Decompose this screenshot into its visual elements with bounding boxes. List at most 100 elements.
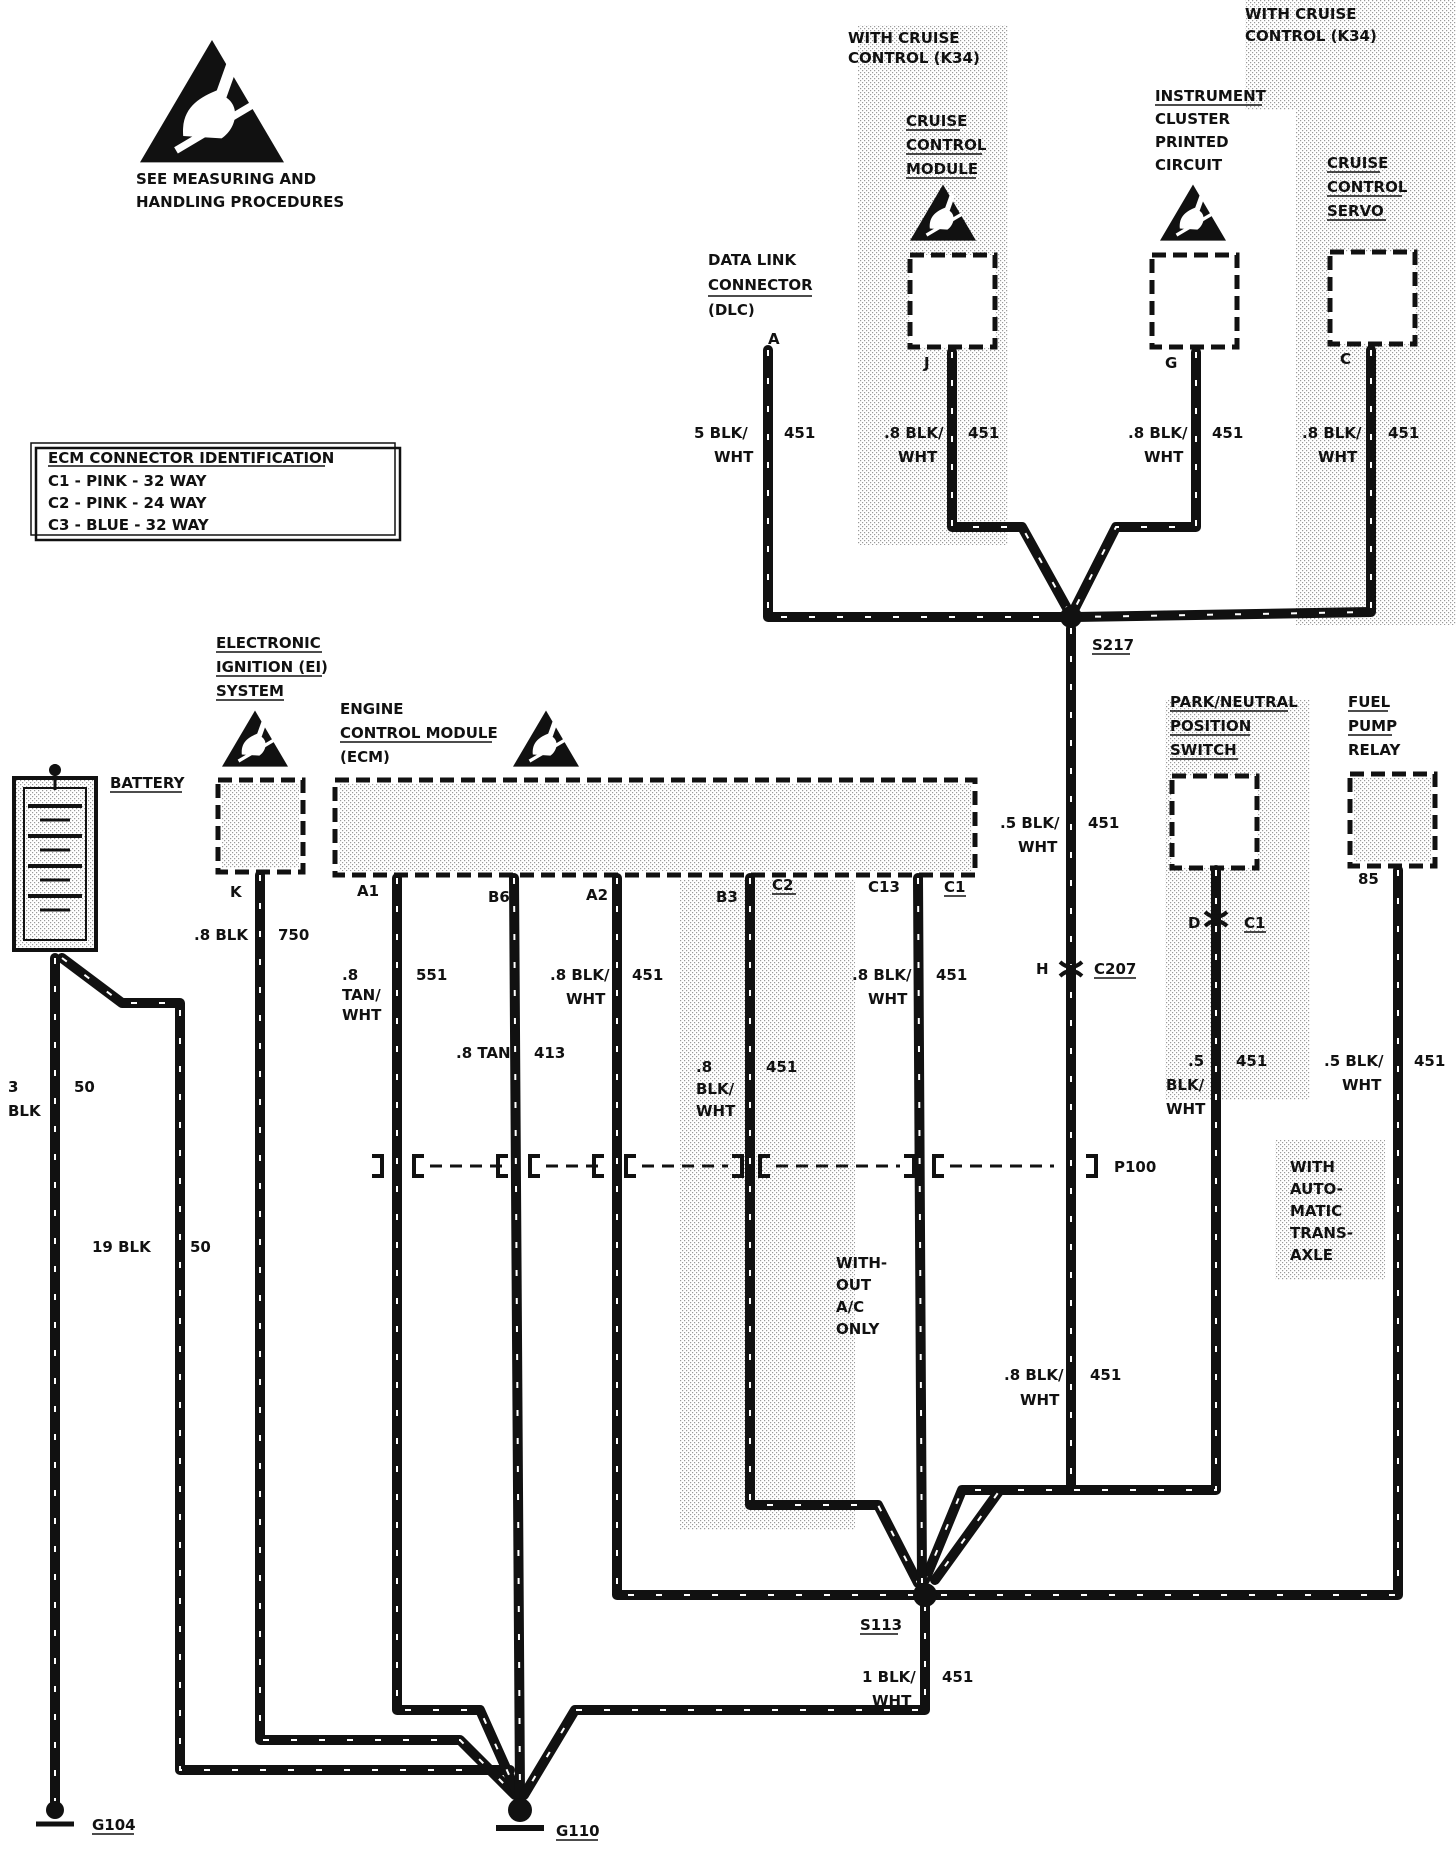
ecm-pin: C13 <box>868 878 900 896</box>
wire-label: 50 <box>190 1238 211 1256</box>
svg-text:CONTROL MODULE: CONTROL MODULE <box>340 724 498 742</box>
wire-label: .8 TAN <box>456 1044 511 1062</box>
pnp-connector: C1 <box>1244 914 1265 932</box>
ground-label: G104 <box>92 1816 136 1834</box>
wire-label: 451 <box>1212 424 1243 442</box>
esd-notice-line2: HANDLING PROCEDURES <box>136 193 344 211</box>
wire-label: .5 BLK/ <box>1324 1052 1384 1070</box>
ecm-id-title: ECM CONNECTOR IDENTIFICATION <box>48 449 334 467</box>
pnp-option-region <box>1165 700 1310 1100</box>
wire-label: BLK/ <box>1166 1076 1205 1094</box>
cluster-pin: G <box>1165 354 1177 372</box>
wire-pnp <box>930 865 1221 1585</box>
cruise-option-label: WITH CRUISE <box>848 29 960 47</box>
auto-trans-label: WITH <box>1290 1158 1335 1176</box>
cruise-control-module: CRUISE CONTROL MODULE J <box>906 112 998 372</box>
svg-text:SERVO: SERVO <box>1327 202 1384 220</box>
cruise-module-pin: J <box>923 354 930 372</box>
wire-battery-g110 <box>57 953 515 1775</box>
ecm-pin: C2 <box>772 876 793 894</box>
splice-label: S217 <box>1092 636 1134 654</box>
svg-text:ELECTRONIC: ELECTRONIC <box>216 634 321 652</box>
engine-control-module: ENGINE CONTROL MODULE (ECM) A1 B6 A2 B3 … <box>332 700 978 906</box>
wire-label: 19 BLK <box>92 1238 152 1256</box>
battery: BATTERY <box>12 764 186 952</box>
wire-label: 750 <box>278 926 309 944</box>
wire-label: WHT <box>1020 1391 1060 1409</box>
esd-icon <box>511 708 581 769</box>
pnp-connector-c1 <box>1203 910 1229 928</box>
svg-text:RELAY: RELAY <box>1348 741 1402 759</box>
ground-g104: G104 <box>36 1801 136 1835</box>
wire-label: 5 BLK/ <box>694 424 748 442</box>
wire-label: .8 BLK/ <box>1004 1366 1064 1384</box>
auto-trans-label: AUTO- <box>1290 1180 1343 1198</box>
pnp-pin: D <box>1188 914 1200 932</box>
wire-label: 451 <box>766 1058 797 1076</box>
svg-text:PARK/NEUTRAL: PARK/NEUTRAL <box>1170 693 1298 711</box>
auto-trans-label: AXLE <box>1290 1246 1333 1264</box>
wire-label: WHT <box>696 1102 736 1120</box>
without-ac-label: ONLY <box>836 1320 881 1338</box>
svg-text:CLUSTER: CLUSTER <box>1155 110 1230 128</box>
battery-label: BATTERY <box>110 774 186 792</box>
wire-label: 451 <box>1388 424 1419 442</box>
wire-ei-ground <box>255 870 520 1800</box>
svg-text:(ECM): (ECM) <box>340 748 390 766</box>
wire-label: 451 <box>968 424 999 442</box>
svg-text:CIRCUIT: CIRCUIT <box>1155 156 1223 174</box>
wire-label: .8 BLK/ <box>1128 424 1188 442</box>
cruise-control-servo: CRUISE CONTROL SERVO C <box>1327 154 1418 368</box>
wire-label: 413 <box>534 1044 565 1062</box>
auto-trans-region <box>1275 1140 1385 1280</box>
without-ac-label: A/C <box>836 1298 864 1316</box>
svg-text:CONTROL: CONTROL <box>906 136 987 154</box>
wire-label: WHT <box>714 448 754 466</box>
electronic-ignition-system: ELECTRONIC IGNITION (EI) SYSTEM K <box>215 634 328 901</box>
svg-text:MODULE: MODULE <box>906 160 978 178</box>
ecm-pin: A2 <box>586 886 608 904</box>
ecm-id-row: C2 - PINK - 24 WAY <box>48 494 208 512</box>
wire-label: BLK <box>8 1102 42 1120</box>
svg-text:(DLC): (DLC) <box>708 301 755 319</box>
wire-label: WHT <box>1144 448 1184 466</box>
ecm-pin: B3 <box>716 888 738 906</box>
wire-cruise-servo <box>1071 345 1376 622</box>
without-ac-label: WITH- <box>836 1254 887 1272</box>
relay-pin: 85 <box>1358 870 1379 888</box>
wire-label: 451 <box>1090 1366 1121 1384</box>
wire-label: 451 <box>942 1668 973 1686</box>
wire-label: WHT <box>1018 838 1058 856</box>
svg-text:POSITION: POSITION <box>1170 717 1251 735</box>
svg-text:SWITCH: SWITCH <box>1170 741 1237 759</box>
wire-b3 <box>745 873 923 1588</box>
wire-label: WHT <box>1318 448 1358 466</box>
connector-c207: H C207 <box>1036 960 1136 979</box>
svg-text:CONTROL: CONTROL <box>1327 178 1408 196</box>
ground-label: G110 <box>556 1822 600 1840</box>
svg-text:DATA LINK: DATA LINK <box>708 251 797 269</box>
svg-text:CRUISE: CRUISE <box>1327 154 1388 172</box>
svg-text:CRUISE: CRUISE <box>906 112 967 130</box>
wire-dlc <box>763 345 1073 622</box>
cruise-option-label: CONTROL (K34) <box>848 49 980 67</box>
svg-text:FUEL: FUEL <box>1348 693 1391 711</box>
wire-a1 <box>392 873 523 1800</box>
without-ac-region <box>680 880 855 1530</box>
instrument-cluster: INSTRUMENT CLUSTER PRINTED CIRCUIT G <box>1149 87 1267 372</box>
wire-label: WHT <box>1342 1076 1382 1094</box>
c207-label: C207 <box>1094 960 1136 978</box>
esd-notice-line1: SEE MEASURING AND <box>136 170 316 188</box>
splice-s113 <box>913 1583 937 1607</box>
svg-text:ENGINE: ENGINE <box>340 700 404 718</box>
dlc-pin: A <box>768 330 780 348</box>
wire-label: 451 <box>632 966 663 984</box>
wire-instrument-cluster <box>1069 347 1201 615</box>
svg-text:CONNECTOR: CONNECTOR <box>708 276 813 294</box>
wire-label: WHT <box>868 990 908 1008</box>
wire-c13 <box>913 873 927 1588</box>
wire-label: .8 <box>696 1058 712 1076</box>
esd-icon <box>1158 182 1228 243</box>
c207-pin: H <box>1036 960 1049 978</box>
